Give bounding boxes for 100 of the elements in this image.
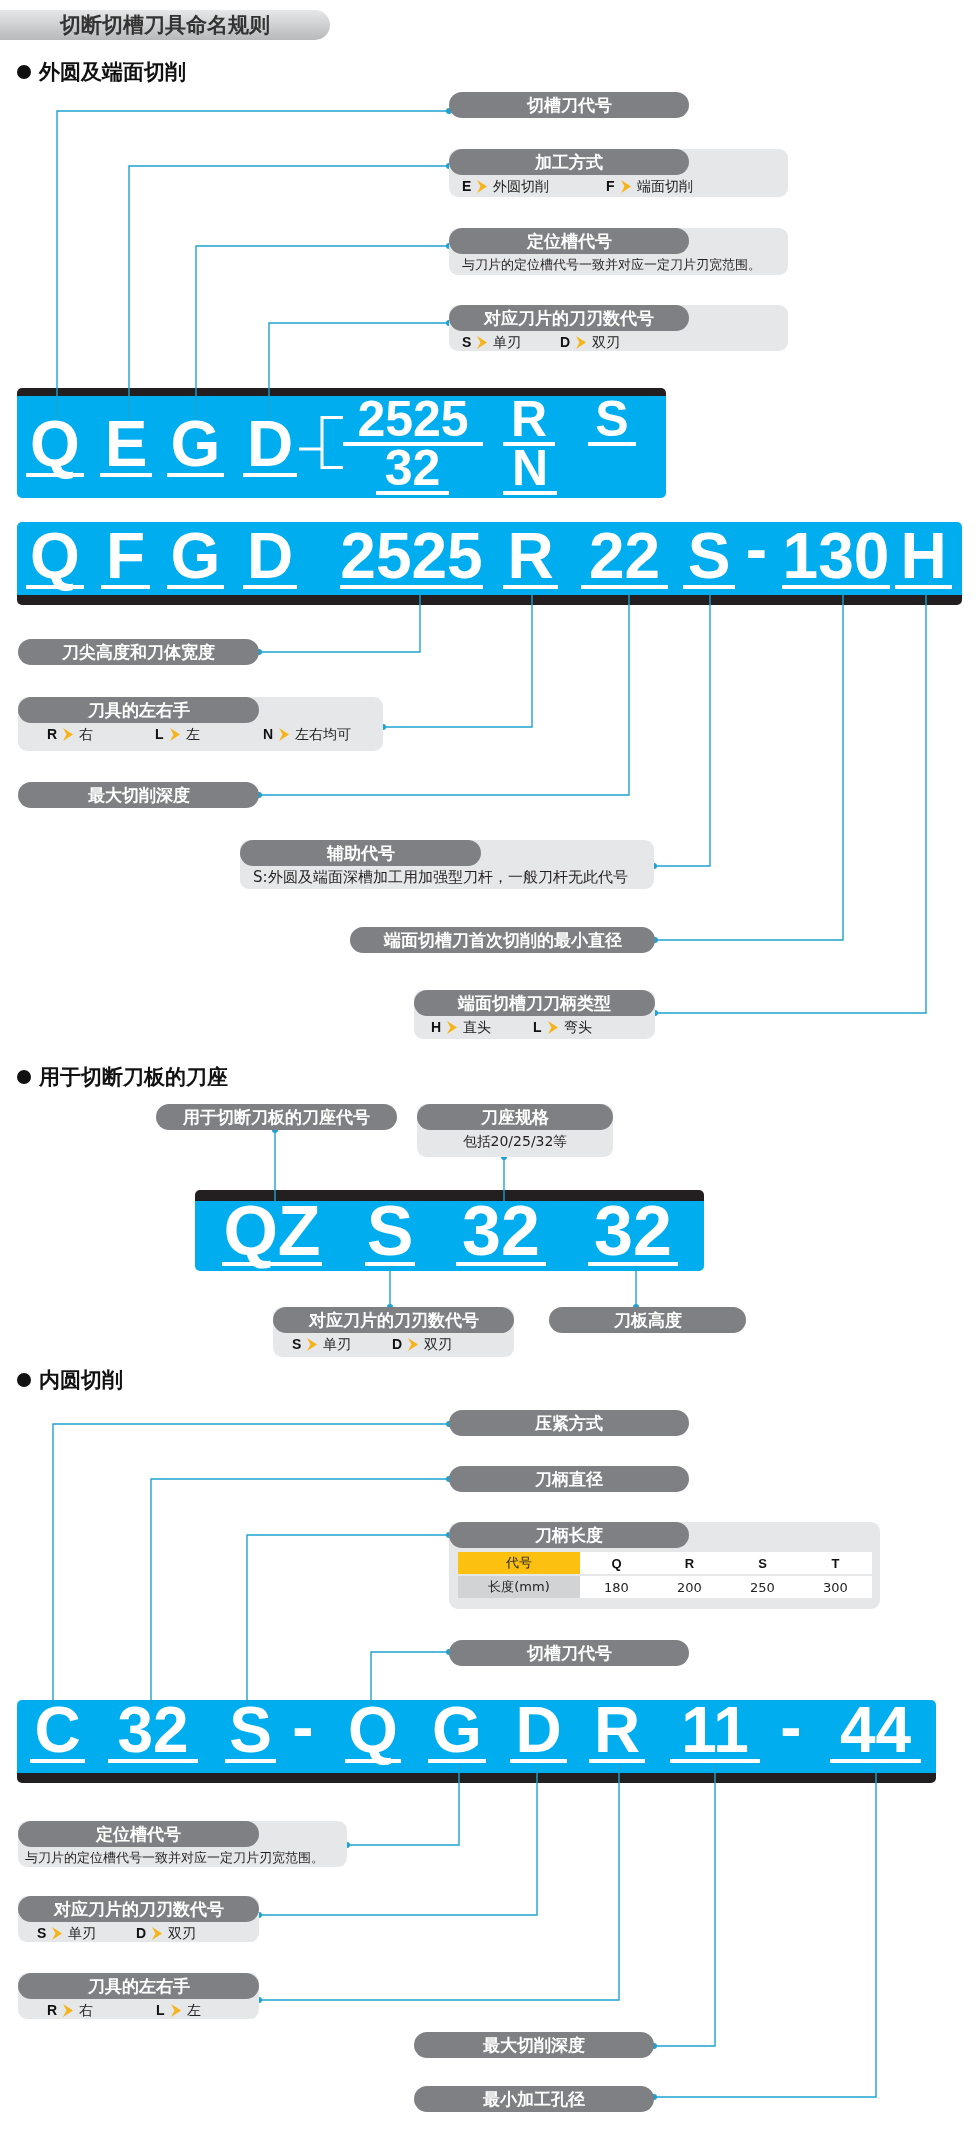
label-tag: 刀座规格	[417, 1104, 613, 1130]
section-heading: 内圆切削	[39, 1367, 123, 1393]
label-tag: 定位槽代号	[18, 1821, 259, 1847]
leader-line	[150, 1476, 452, 1706]
leader-line	[256, 1762, 620, 2003]
option-code: L	[533, 1019, 542, 1035]
option-text: 双刃	[592, 334, 621, 350]
label-tag: 最大切削深度	[414, 2032, 654, 2058]
label-tag: 刀板高度	[549, 1307, 746, 1333]
code-letter: 130	[782, 531, 890, 590]
section-heading: 用于切断刀板的刀座	[39, 1064, 228, 1090]
table-cell: 250	[726, 1576, 799, 1598]
code-letter: S	[365, 1203, 415, 1266]
code-letter: -	[745, 540, 768, 560]
table-cell: 180	[580, 1576, 653, 1598]
option-text: 外圆切削	[493, 178, 550, 194]
description-panel	[18, 1973, 259, 2019]
description-text: 与刀片的定位槽代号一致并对应一定刀片刃宽范围。	[462, 257, 761, 273]
leader-line	[651, 588, 711, 869]
option-text: 双刃	[424, 1336, 453, 1352]
code-bar	[17, 522, 962, 605]
table-cell: T	[799, 1552, 872, 1574]
description-panel	[417, 1104, 613, 1157]
code-letter: 44	[830, 1705, 921, 1764]
code-bar	[17, 1700, 936, 1783]
leader-line	[380, 588, 533, 730]
code-letter: 32	[108, 1705, 198, 1764]
leader-line	[370, 1649, 452, 1706]
description-panel	[18, 1821, 347, 1867]
label-tag: 端面切槽刀刀柄类型	[414, 990, 655, 1016]
label-tag: 对应刀片的刀刃数代号	[273, 1307, 514, 1333]
option-text: 单刃	[493, 334, 522, 350]
leader-line	[246, 1532, 452, 1706]
leader-line	[344, 1762, 460, 1848]
option-text: 右	[79, 2002, 94, 2018]
table-cell: R	[653, 1552, 726, 1574]
code-letter: H	[895, 531, 952, 590]
description-text: 与刀片的定位槽代号一致并对应一定刀片刃宽范围。	[25, 1850, 324, 1866]
code-letter: E	[100, 419, 152, 478]
label-tag: 定位槽代号	[449, 228, 689, 254]
code-letter: 32	[376, 448, 449, 495]
option-code: N	[263, 726, 274, 742]
label-tag: 切槽刀代号	[449, 92, 689, 118]
label-tag: 压紧方式	[449, 1410, 689, 1436]
table-cell: 200	[653, 1576, 726, 1598]
code-letter: G	[428, 1705, 486, 1764]
code-letter: 2525	[340, 531, 483, 590]
code-letter: R	[589, 1705, 645, 1764]
option-code: H	[431, 1019, 442, 1035]
option-text: 单刃	[68, 1925, 97, 1941]
leader-line	[651, 1762, 877, 2100]
leader-line	[256, 1762, 538, 1918]
option-code: S	[292, 1336, 302, 1352]
option-code: D	[560, 334, 571, 350]
option-text: 左	[186, 2002, 201, 2018]
option-code: L	[155, 726, 164, 742]
description-panel	[449, 305, 788, 351]
code-letter: D	[243, 419, 297, 478]
leader-line	[256, 588, 630, 798]
leader-line	[501, 1154, 507, 1204]
code-letter: R	[503, 531, 558, 590]
label-tag: 对应刀片的刀刃数代号	[449, 305, 689, 331]
leader-line	[652, 588, 844, 943]
label-tag: 刀具的左右手	[18, 1973, 259, 1999]
code-letter: R	[503, 399, 555, 446]
leader-line	[633, 1265, 639, 1310]
description-panel	[414, 990, 655, 1039]
code-letter: 32	[588, 1203, 678, 1266]
label-tag: 刀柄长度	[449, 1522, 689, 1548]
option-code: R	[47, 726, 58, 742]
code-bar	[195, 1190, 704, 1271]
option-code: S	[37, 1925, 47, 1941]
description-text: S:外圆及端面深槽加工用加强型刀杆，一般刀杆无此代号	[253, 869, 628, 885]
label-tag: 加工方式	[449, 149, 689, 175]
leader-line	[272, 1127, 278, 1204]
leader-line	[56, 108, 452, 420]
option-text: 直头	[463, 1019, 492, 1035]
option-code: D	[136, 1925, 147, 1941]
leader-line	[387, 1265, 393, 1310]
table-cell: S	[726, 1552, 799, 1574]
code-letter: S	[588, 399, 636, 446]
code-letter: F	[101, 531, 150, 590]
option-code: R	[47, 2002, 58, 2018]
description-panel	[449, 149, 788, 197]
leader-line	[256, 588, 421, 655]
label-tag: 刀具的左右手	[18, 697, 259, 723]
label-tag: 切槽刀代号	[449, 1640, 689, 1666]
title-banner: 切断切槽刀具命名规则	[0, 10, 330, 40]
option-text: 单刃	[323, 1336, 352, 1352]
label-tag: 最大切削深度	[18, 782, 259, 808]
code-letter: -	[780, 1718, 802, 1738]
option-text: 端面切削	[636, 178, 693, 194]
option-code: L	[156, 2002, 165, 2018]
option-text: 弯头	[563, 1019, 592, 1035]
code-letter: 32	[456, 1203, 546, 1266]
code-letter: S	[225, 1705, 276, 1764]
description-panel	[18, 697, 383, 751]
leader-line	[652, 588, 927, 1016]
option-text: 双刃	[168, 1925, 197, 1941]
description-panel	[449, 1522, 880, 1609]
